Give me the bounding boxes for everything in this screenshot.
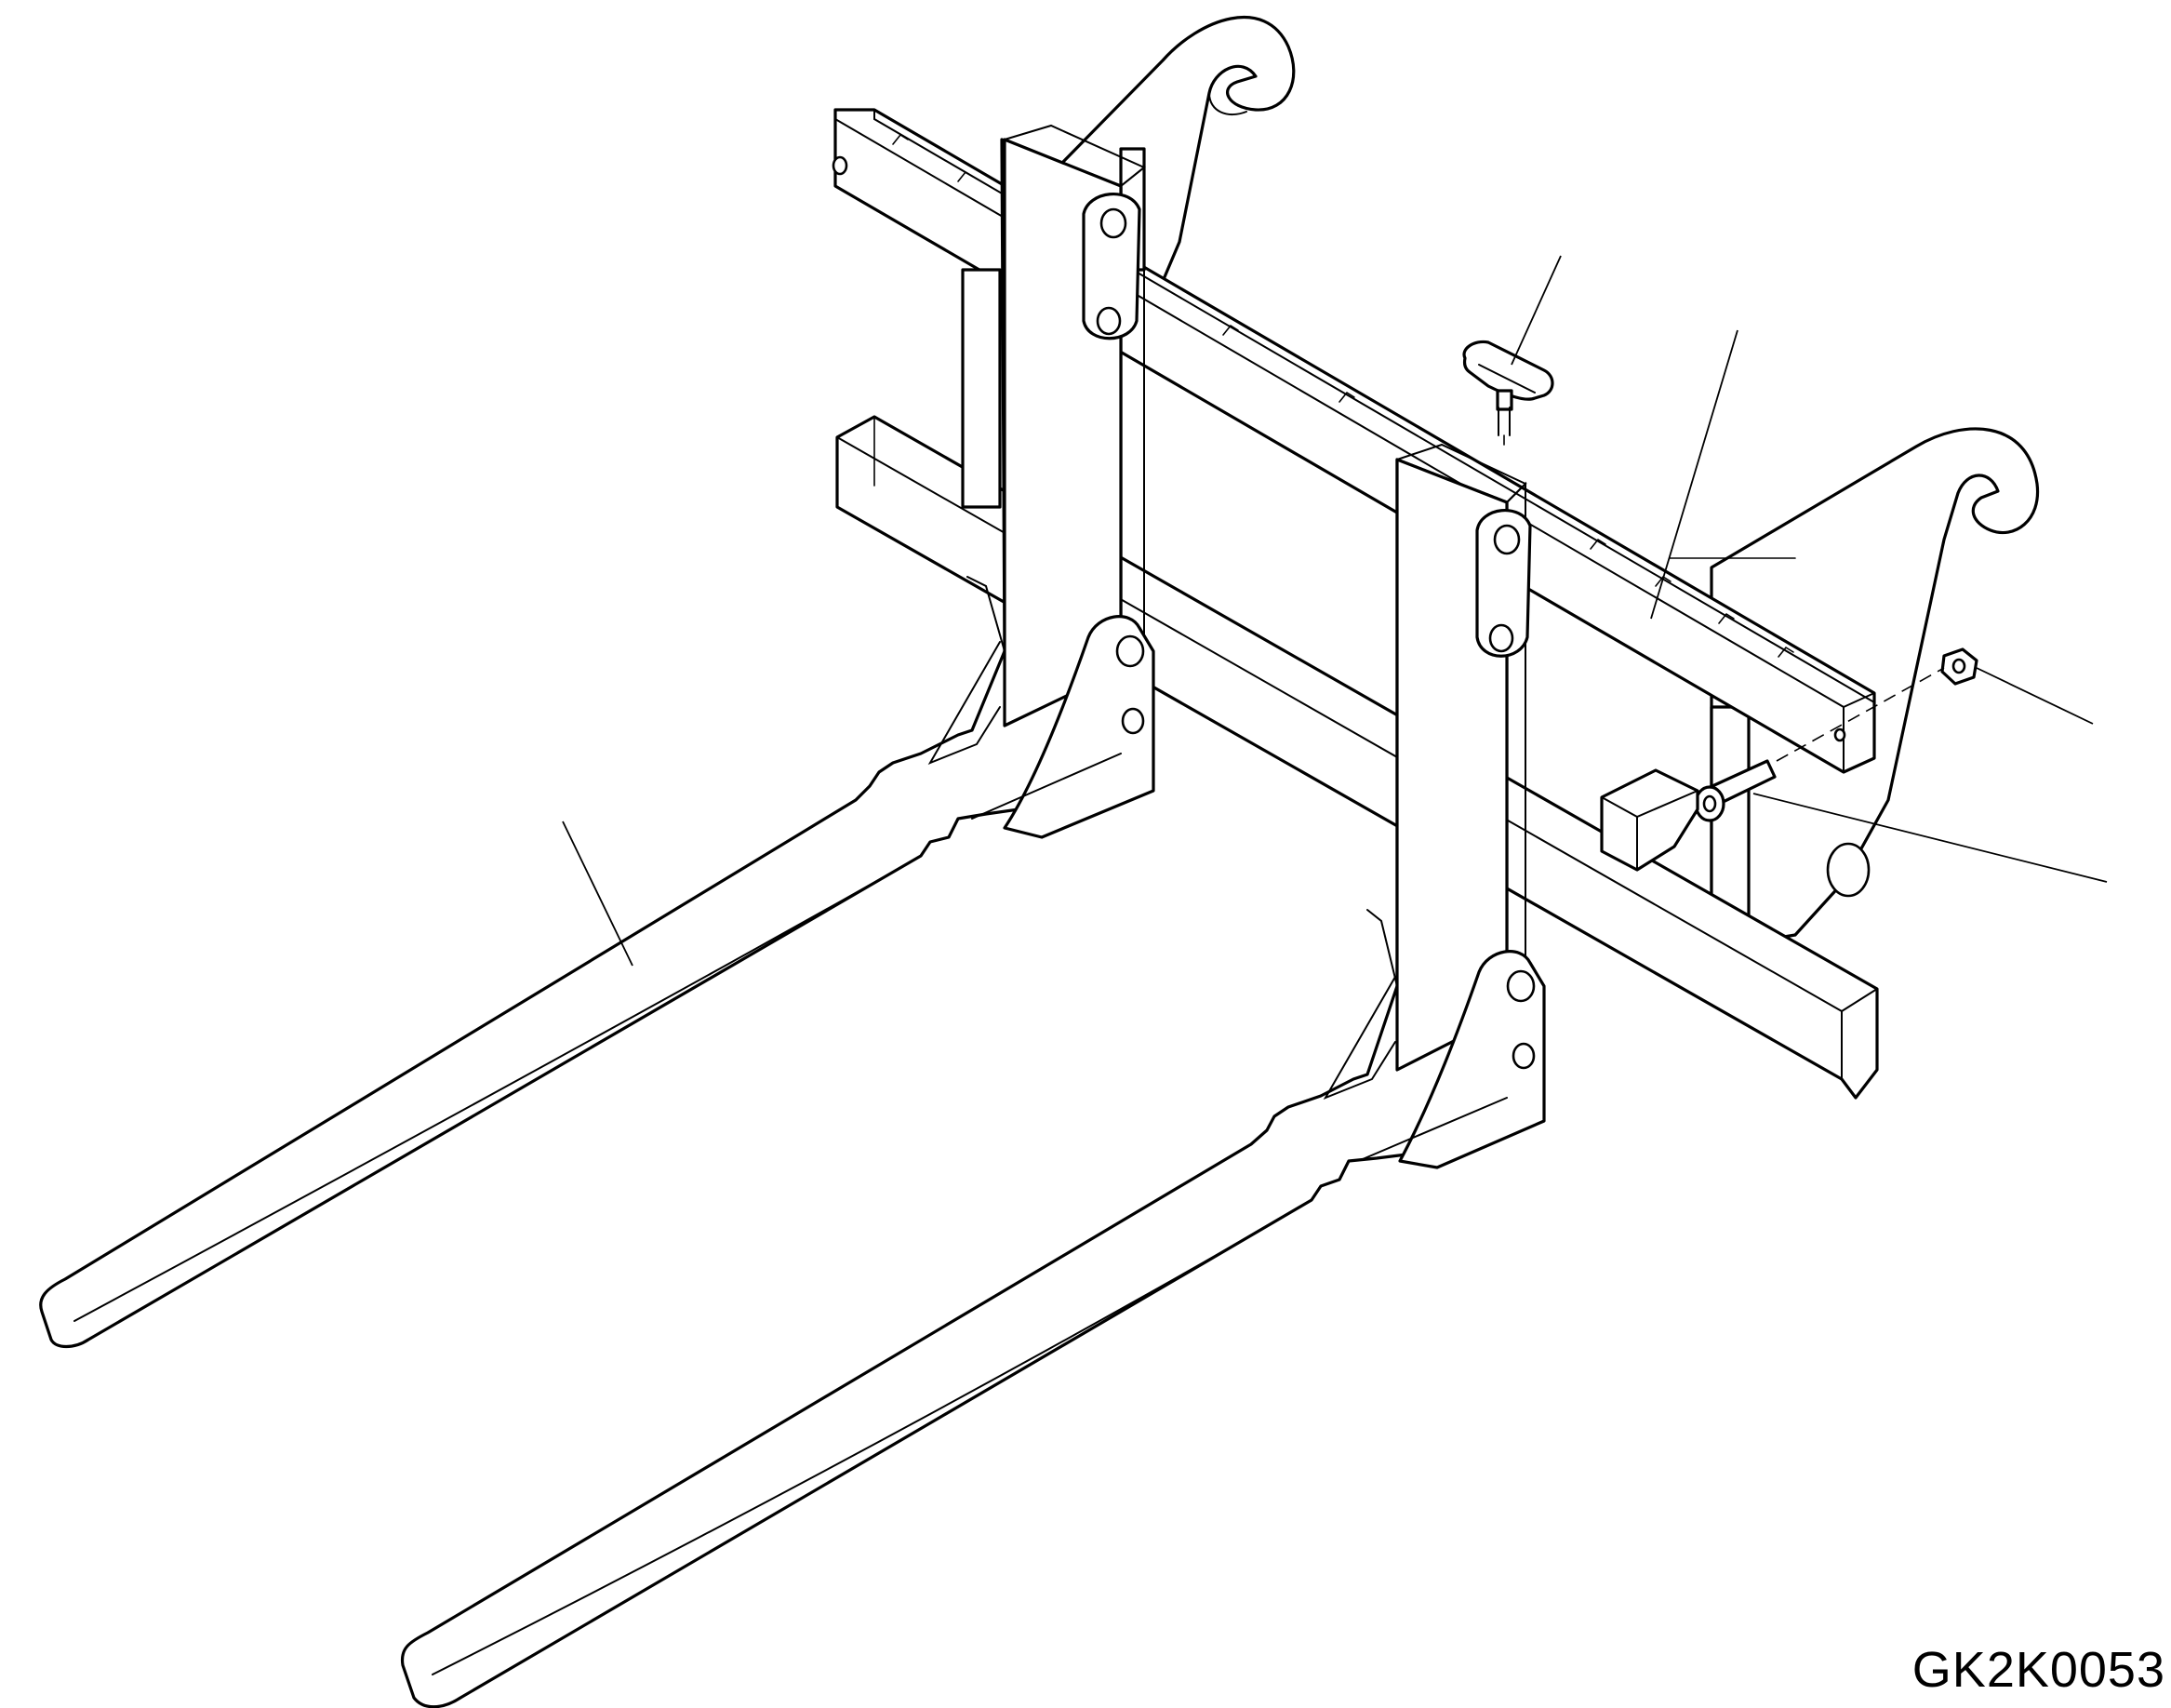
rail-clip xyxy=(1462,340,1554,446)
leader-lock-nut xyxy=(1976,667,2094,725)
fork-left xyxy=(39,124,1155,1349)
figure-code-label: GK2K0053 xyxy=(1911,1642,2165,1698)
rail-end-hole-right xyxy=(1833,727,1846,742)
callout-leaders xyxy=(562,255,2108,967)
fork-right xyxy=(400,443,1546,1708)
lock-bolt xyxy=(1694,759,1777,822)
stop-block xyxy=(1600,768,1699,872)
bolt-axis-line xyxy=(1776,667,1945,762)
leader-rail-clip xyxy=(1511,255,1562,366)
right-mount-plate xyxy=(1669,427,2040,951)
lock-nut xyxy=(1940,647,1978,686)
rail-end-bolt-left xyxy=(832,155,848,176)
mount-pin-hole xyxy=(1826,842,1871,898)
leader-lock-bolt xyxy=(1752,793,2108,883)
leader-fork xyxy=(562,821,633,967)
leader-top-rail xyxy=(1650,329,1738,620)
